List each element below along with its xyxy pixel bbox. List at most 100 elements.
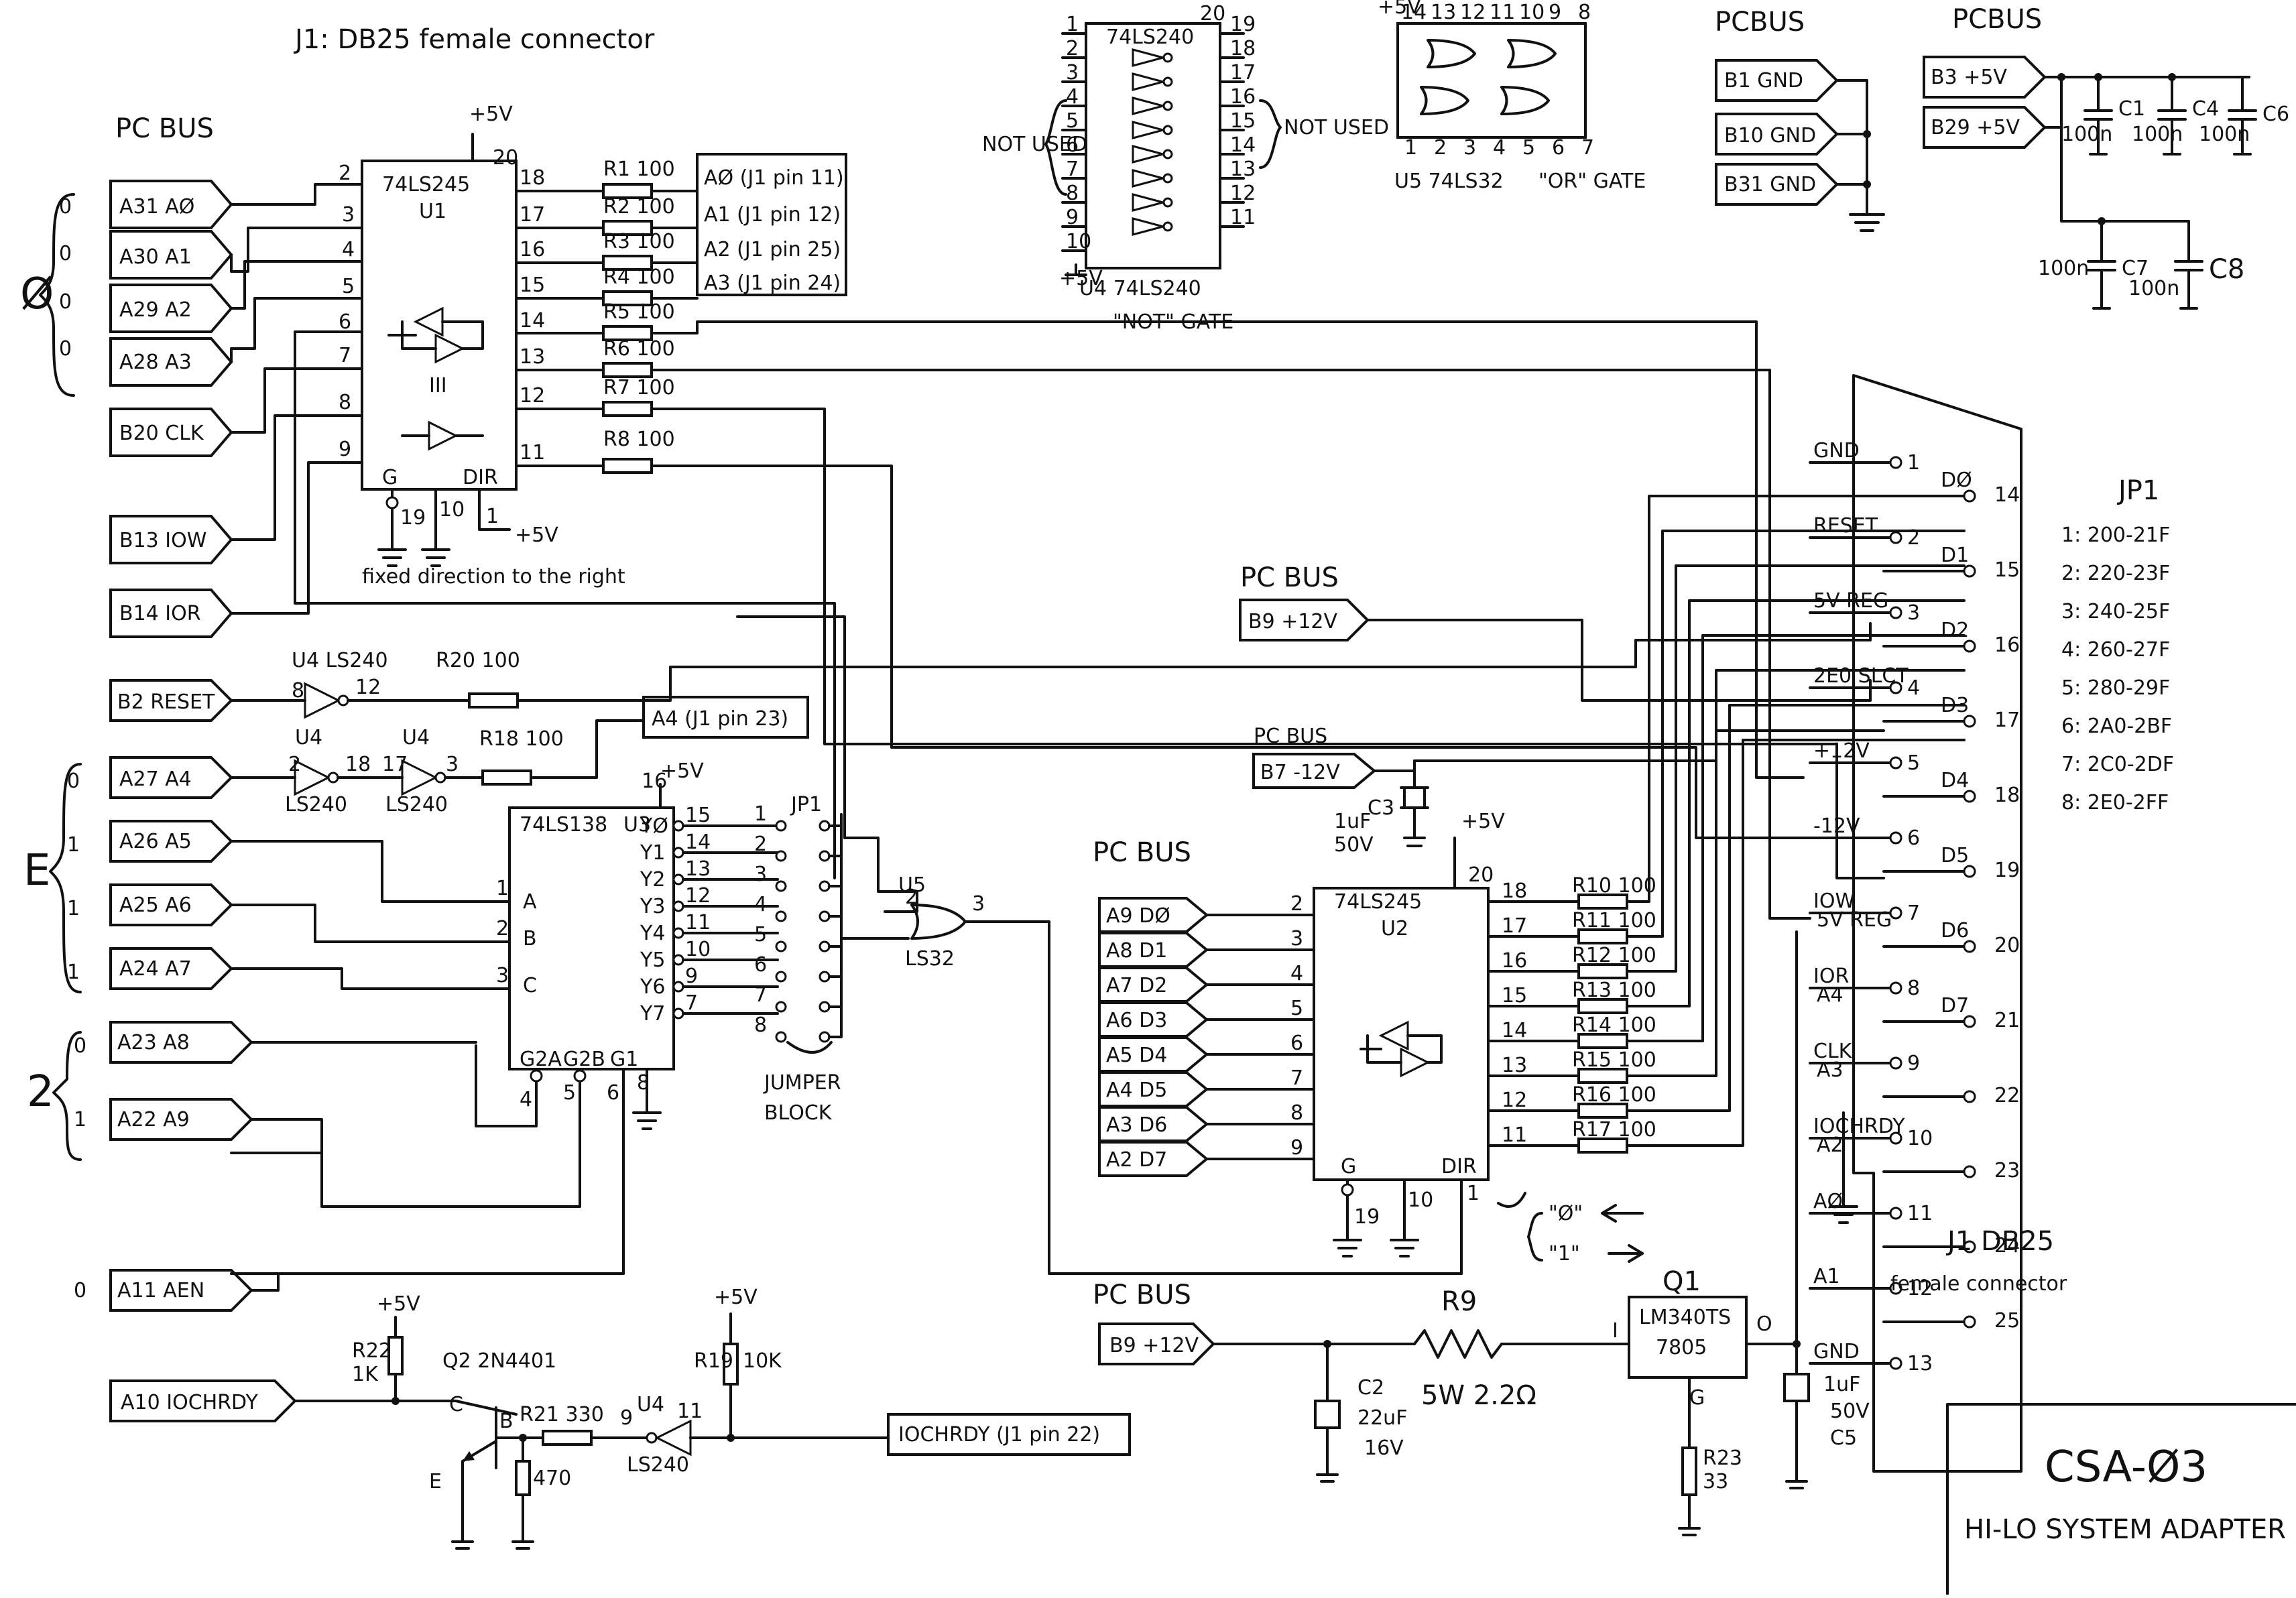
u2-in-label: A2 D7	[1106, 1148, 1167, 1172]
jp1-pin-b	[819, 971, 831, 983]
u5-bottom-pin: 1	[1404, 136, 1417, 160]
svg-text:U4: U4	[295, 726, 322, 749]
u2-out-pin: 17	[1502, 914, 1527, 938]
u2-dir-label: DIR	[1441, 1155, 1477, 1178]
db25-left-num: 8	[1907, 977, 1920, 1000]
svg-text:R23: R23	[1703, 1447, 1742, 1470]
u2-res-label: R15 100	[1572, 1048, 1656, 1072]
u2-dir-note-0: "Ø"	[1549, 1202, 1583, 1225]
db25-right-num: 23	[1994, 1159, 2020, 1182]
u4-left-pin-num: 2	[1066, 37, 1079, 60]
c7: C7	[2122, 257, 2149, 280]
db25-right-label: D5	[1941, 844, 1969, 867]
svg-text:1: 1	[67, 833, 80, 857]
db25-right-pin	[1963, 639, 1976, 653]
u1-gnd-pin: 10	[439, 498, 465, 521]
svg-text:B29 +5V: B29 +5V	[1931, 116, 2020, 139]
db25-left-label: IOW	[1813, 889, 1855, 913]
u4-chip: 74LS240 20 U4 74LS240 "NOT" GATE 1234567…	[982, 2, 1389, 334]
svg-text:12: 12	[520, 384, 545, 408]
svg-text:15: 15	[520, 273, 545, 297]
u2-in-label: A3 D6	[1106, 1113, 1167, 1137]
u4-right-pin-num: 11	[1230, 206, 1256, 229]
svg-text:LS240: LS240	[627, 1453, 689, 1477]
db25-right-pin	[1963, 1015, 1976, 1028]
svg-text:R1 100: R1 100	[603, 158, 675, 181]
u4-inverter	[1132, 193, 1167, 212]
u3-out-pin: 7	[685, 991, 698, 1015]
u3-out-pin: 13	[685, 857, 711, 881]
svg-text:R7 100: R7 100	[603, 376, 675, 400]
u1-in-2: 0 A29 A2 4	[59, 238, 363, 333]
u2-in-pin: 4	[1290, 962, 1303, 985]
db25-extra-label: A4	[1817, 983, 1844, 1007]
svg-text:11: 11	[677, 1400, 703, 1423]
e-group: E	[23, 846, 50, 896]
db25-left-num: 11	[1907, 1202, 1933, 1225]
db25-left-label: AØ	[1813, 1190, 1843, 1213]
u2-in-tag	[1098, 932, 1209, 968]
u4-right-pin-num: 12	[1230, 182, 1256, 205]
c6: C6	[2262, 103, 2289, 126]
svg-text:B: B	[499, 1410, 513, 1433]
u3-out-bubble	[672, 820, 684, 832]
u2-in-tag	[1098, 897, 1209, 933]
svg-text:A25 A6: A25 A6	[119, 894, 192, 917]
j1-side: J1 DB25	[1945, 1226, 2054, 1257]
db25-right-num: 18	[1994, 784, 2020, 807]
u1-in-1: 0 A30 A1 3	[59, 203, 363, 280]
svg-text:B: B	[523, 927, 537, 950]
db25-right-num: 15	[1994, 558, 2020, 582]
db25-right-pin	[1963, 489, 1976, 503]
db25-right-label: D4	[1941, 769, 1969, 792]
u2-g-label: G	[1341, 1155, 1356, 1178]
u4-left-pin-num: 1	[1066, 13, 1079, 36]
svg-text:R21 330: R21 330	[520, 1403, 604, 1426]
svg-text:5: 5	[342, 275, 355, 298]
db25-left-pin	[1889, 606, 1902, 619]
jp1-range: 6: 2A0-2BF	[2061, 715, 2172, 738]
u3-vcc-pin: 16	[642, 770, 667, 793]
svg-text:4: 4	[342, 238, 355, 261]
jp1-pin-a	[775, 1031, 787, 1043]
u4-right-pin-num: 19	[1230, 13, 1256, 36]
aen: 0 A11 AEN	[74, 1269, 280, 1312]
db25-right-num: 17	[1994, 709, 2020, 732]
svg-text:8: 8	[292, 679, 304, 702]
b9-upper: PC BUS B9 +12V	[1239, 562, 1872, 702]
u1-vcc: +5V	[469, 103, 513, 126]
u4-inverter-bubble	[1162, 221, 1173, 232]
u1-dir-supply: +5V	[515, 524, 558, 547]
u4-left-pin-num: 9	[1066, 206, 1079, 229]
u1-dest-0: AØ (J1 pin 11)	[704, 166, 844, 190]
svg-text:B13 IOW: B13 IOW	[119, 529, 206, 552]
db25-left-pin	[1889, 1056, 1902, 1070]
u1-in-3: 0 A28 A3 5	[59, 275, 363, 387]
u2-out-pin: 12	[1502, 1089, 1527, 1112]
title-block: CSA-Ø3 HI-LO SYSTEM ADAPTER	[1946, 1403, 2296, 1596]
db25-left-pin	[1889, 756, 1902, 770]
jp1-pin-a	[775, 940, 787, 952]
svg-text:A30 A1: A30 A1	[119, 245, 192, 269]
svg-text:6: 6	[339, 310, 351, 334]
db25-right-pin	[1963, 564, 1976, 578]
svg-text:0: 0	[74, 1279, 86, 1302]
u5-bottom-pin: 6	[1552, 136, 1565, 160]
svg-text:U5: U5	[898, 873, 926, 897]
db25-right-num: 14	[1994, 483, 2020, 507]
svg-text:LS240: LS240	[285, 793, 347, 816]
db25-left-pin	[1889, 1207, 1902, 1220]
u2-res-label: R13 100	[1572, 979, 1656, 1002]
u2-to-db25	[1626, 495, 1966, 903]
svg-text:R5 100: R5 100	[603, 300, 675, 324]
u3-out-name: Y5	[640, 948, 665, 972]
u3-out-bubble	[672, 954, 684, 966]
u4-left-pin-num: 3	[1066, 61, 1079, 84]
db25-right-pin	[1963, 940, 1976, 953]
db25-right-pin	[1963, 715, 1976, 728]
svg-text:100n: 100n	[2038, 257, 2089, 280]
u4-part: 74LS240	[1106, 25, 1194, 49]
svg-text:B3 +5V: B3 +5V	[1931, 66, 2007, 89]
db25-left-num: 4	[1907, 676, 1920, 700]
